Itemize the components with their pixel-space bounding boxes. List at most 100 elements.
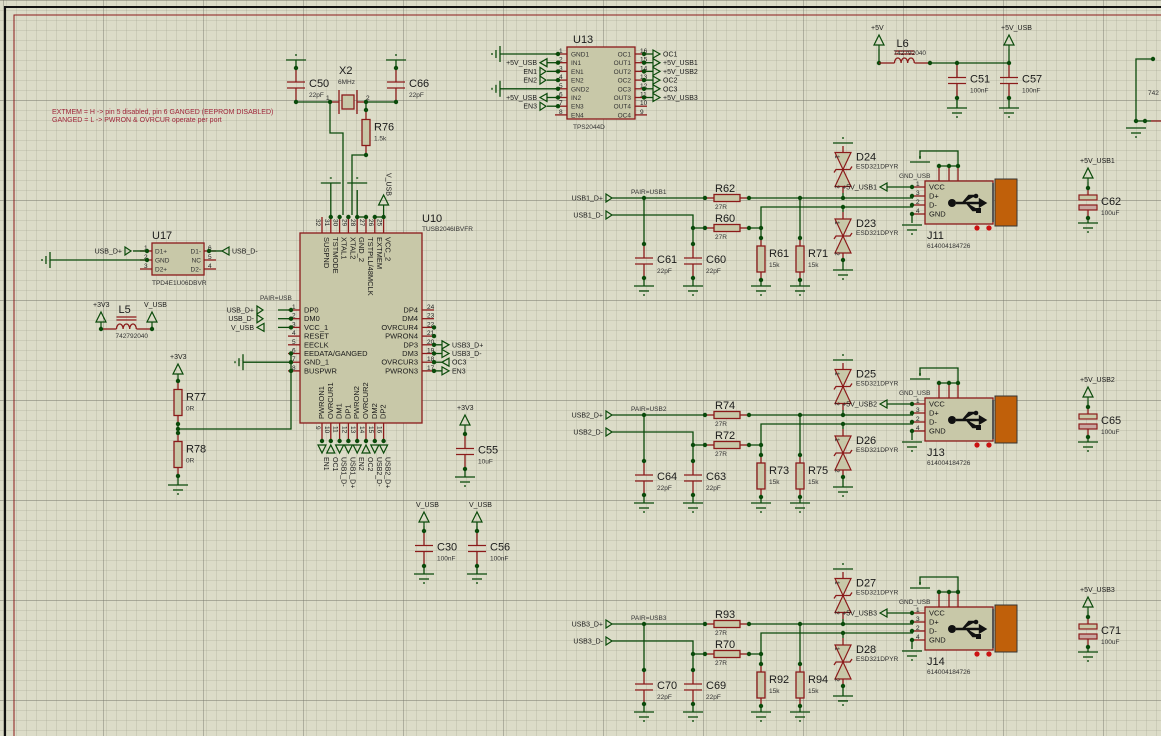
- net-terminal[interactable]: USB_D+: [227, 304, 265, 316]
- power-terminal-icon[interactable]: +3V3: [93, 302, 110, 326]
- power-terminal-icon[interactable]: +5V_USB1: [1080, 158, 1115, 182]
- net-terminal[interactable]: USB_D+: [95, 245, 133, 257]
- resistor-body: [713, 440, 741, 450]
- net-terminal[interactable]: USB_D-: [220, 245, 258, 257]
- net-terminal[interactable]: USB2_D+: [572, 409, 614, 421]
- net-terminal[interactable]: USB3_D+: [572, 618, 614, 630]
- net-terminal[interactable]: EN2: [352, 444, 364, 471]
- net-terminal[interactable]: EN1: [317, 444, 329, 471]
- power-terminal-icon[interactable]: V_USB: [469, 502, 492, 526]
- ic-u10[interactable]: U10TUSB2046IBVFRPAIR=USBDP01DM02VCC_13RE…: [178, 173, 483, 488]
- power-terminal-icon[interactable]: +3V3: [170, 354, 187, 378]
- net-terminal[interactable]: USB2_D-: [369, 444, 382, 487]
- net-terminal[interactable]: EN1: [523, 66, 548, 77]
- net-terminal[interactable]: EN2: [523, 74, 548, 86]
- pin-number: 16: [376, 426, 383, 434]
- pin-number: 1: [833, 647, 840, 651]
- net-terminal[interactable]: USB3_D+: [441, 339, 483, 350]
- ic-u13[interactable]: U13TPS2044DGND11IN12+5V_USBEN13EN1EN24EN…: [491, 34, 698, 131]
- pin-name: OC2: [618, 78, 632, 85]
- net-terminal[interactable]: OC3: [652, 83, 678, 94]
- power-terminal-icon[interactable]: V_USB: [416, 502, 439, 526]
- power-terminal-icon[interactable]: +5V_USB3: [1080, 587, 1115, 611]
- net-terminal[interactable]: +5V_USB2: [842, 398, 888, 410]
- junction-dot: [1150, 56, 1156, 62]
- net-terminal[interactable]: USB_D-: [228, 313, 265, 324]
- power-terminal-icon[interactable]: V_USB: [144, 302, 167, 326]
- net-terminal[interactable]: USB1_D-: [573, 209, 614, 221]
- net-terminal[interactable]: +5V_USB2: [652, 66, 698, 77]
- power-terminal-icon[interactable]: [377, 193, 390, 209]
- net-terminal[interactable]: OC1: [652, 48, 678, 60]
- net-terminal[interactable]: V_USB: [231, 322, 265, 333]
- net-terminal[interactable]: OC2: [361, 443, 373, 472]
- net-terminal[interactable]: USB1_D-: [334, 444, 347, 487]
- net-terminal[interactable]: EN3: [523, 101, 548, 112]
- net-terminal[interactable]: EN3: [441, 365, 466, 376]
- net-terminal[interactable]: USB2_D-: [573, 426, 614, 438]
- net-terminal[interactable]: OC3: [440, 357, 467, 368]
- pin-number: 5: [208, 254, 212, 261]
- net-label: +5V_USB2: [663, 69, 698, 76]
- net-terminal[interactable]: OC1: [325, 443, 338, 472]
- net-terminal[interactable]: OC2: [652, 75, 678, 86]
- net-terminal[interactable]: USB1_D+: [572, 192, 614, 204]
- power-terminal-icon[interactable]: +5V_USB2: [1080, 377, 1115, 401]
- net-terminal[interactable]: USB3_D-: [441, 348, 482, 359]
- net-terminal[interactable]: +5V_USB3: [652, 92, 698, 103]
- net-terminal[interactable]: USB2_D+: [378, 444, 391, 488]
- net-terminal[interactable]: USB3_D-: [573, 635, 614, 647]
- net-terminal[interactable]: +5V_USB3: [842, 607, 888, 619]
- power-terminal-icon[interactable]: +5V: [871, 25, 885, 49]
- power-terminal-icon[interactable]: +3V3: [457, 405, 474, 429]
- net-terminal[interactable]: +5V_USB1: [652, 57, 698, 68]
- power-terminal-icon[interactable]: +5V_USB: [1001, 25, 1032, 49]
- net-terminal[interactable]: +5V_USB1: [842, 181, 888, 193]
- net-terminal[interactable]: USB1_D+: [343, 444, 355, 488]
